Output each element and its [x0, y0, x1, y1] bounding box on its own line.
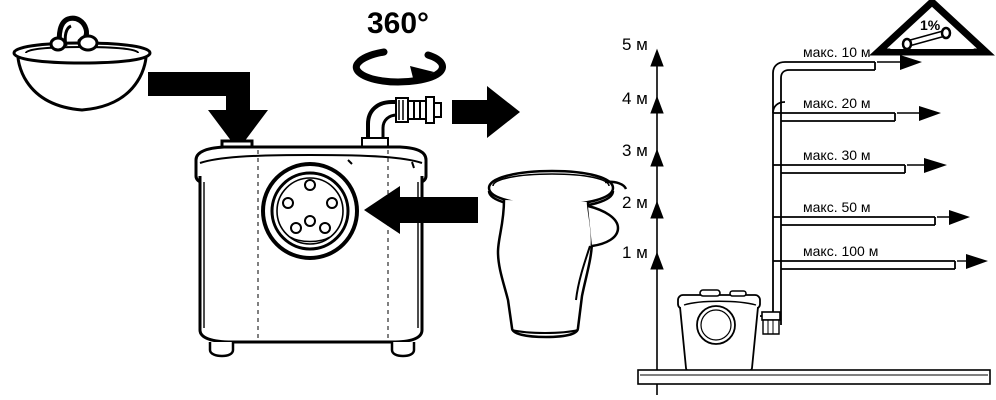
run-row-100m: макс. 100 м [773, 243, 988, 270]
slope-pipe-glyph [901, 26, 952, 51]
discharge-outlet-arrow [452, 86, 520, 138]
floor-line [637, 369, 991, 385]
run-arrow-50m [949, 210, 970, 225]
run-arrow-10m [900, 55, 922, 70]
run-row-50m: макс. 50 м [773, 199, 970, 226]
run-label-10m: макс. 10 м [803, 44, 871, 60]
lift-height-axis [650, 48, 664, 395]
toilet-inlet-arrow [364, 186, 478, 234]
run-row-30m: макс. 30 м [773, 147, 947, 174]
toilet-icon [487, 169, 628, 339]
warning-triangle-icon: 1% [869, 0, 995, 56]
axis-tick-4m: 4 м [622, 89, 648, 108]
axis-tick-5m: 5 м [622, 35, 648, 54]
run-row-20m: макс. 20 м [772, 95, 941, 122]
run-label-30m: макс. 30 м [803, 147, 871, 163]
basin-inlet-arrow [148, 72, 268, 150]
axis-tick-3m: 3 м [622, 141, 648, 160]
sink-icon [12, 15, 152, 112]
rotation-badge: 360° [352, 7, 446, 86]
pump-unit-icon [194, 139, 428, 358]
riser-pipe [772, 61, 790, 325]
rotation-arrow-icon [352, 48, 446, 86]
axis-tick-2m: 2 м [622, 193, 648, 212]
slope-warning-label: 1% [920, 17, 941, 33]
run-arrow-100m [966, 254, 988, 269]
run-arrow-30m [924, 158, 947, 173]
run-label-50m: макс. 50 м [803, 199, 871, 215]
run-label-100m: макс. 100 м [803, 243, 878, 259]
rotation-label: 360° [367, 7, 429, 40]
run-label-20m: макс. 20 м [803, 95, 871, 111]
axis-tick-labels: 5 м 4 м 3 м 2 м 1 м [622, 35, 648, 262]
run-arrow-20m [919, 106, 941, 121]
axis-tick-1m: 1 м [622, 243, 648, 262]
run-row-10m: макс. 10 м [785, 44, 922, 71]
